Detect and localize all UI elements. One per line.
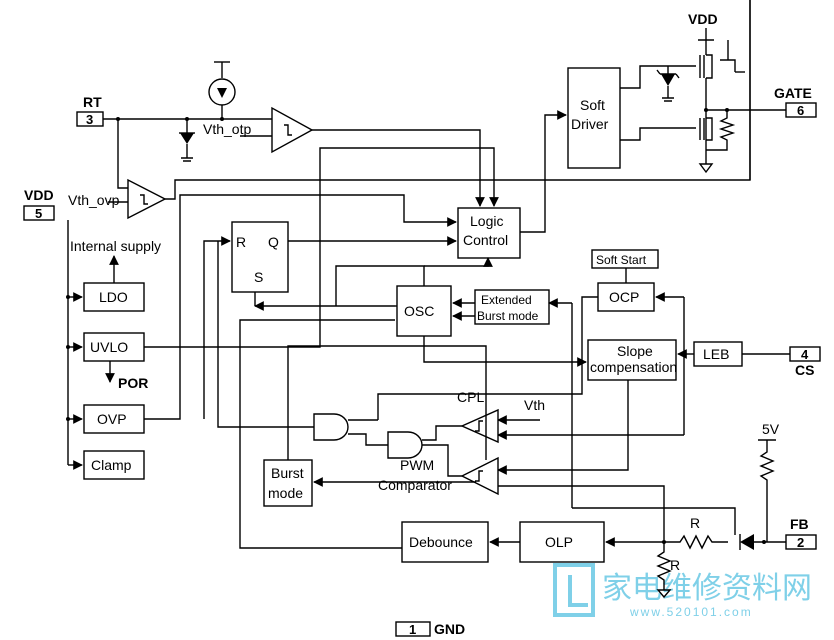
sr-latch: R Q S <box>231 221 289 293</box>
pin-gate-name: GATE <box>774 85 812 101</box>
clamp-block: Clamp <box>83 450 145 480</box>
pin-fb-name: FB <box>790 516 809 532</box>
pin-cs: 4 CS <box>789 346 821 378</box>
pin-cs-num: 4 <box>801 347 809 362</box>
pin-gnd-name: GND <box>434 621 465 637</box>
soft-driver-block: Soft Driver <box>567 67 621 169</box>
leb-label: LEB <box>703 346 729 362</box>
5v-label: 5V <box>762 421 780 437</box>
sr-r-label: R <box>236 234 246 250</box>
logic-control-block: Logic Control <box>457 207 521 259</box>
leb-block: LEB <box>693 341 743 367</box>
vth-ovp-label: Vth_ovp <box>68 192 120 208</box>
watermark-url: www.520101.com <box>629 605 753 619</box>
por-label: POR <box>118 375 148 391</box>
ovp-block: OVP <box>83 404 145 434</box>
pin-vdd-num: 5 <box>35 206 42 221</box>
burst-mode-label-1: Burst <box>271 465 304 481</box>
debounce-block: Debounce <box>401 521 489 563</box>
soft-start-block: Soft Start <box>591 249 659 269</box>
and-gate-1 <box>313 413 349 441</box>
pin-vdd: VDD 5 <box>23 187 55 221</box>
cpl-label: CPL <box>457 389 484 405</box>
pin-rt: RT 3 <box>76 94 104 127</box>
uvlo-label: UVLO <box>90 339 128 355</box>
watermark: 家电维修资料网 www.520101.com <box>553 563 812 619</box>
osc-block: OSC <box>396 285 452 337</box>
sr-s-label: S <box>254 269 263 285</box>
pin-gate: GATE 6 <box>774 85 817 118</box>
ldo-label: LDO <box>99 289 128 305</box>
soft-driver-label-1: Soft <box>580 97 605 113</box>
slope-label-2: compensation <box>590 359 677 375</box>
osc-label: OSC <box>404 303 434 319</box>
slope-label-1: Slope <box>617 343 653 359</box>
olp-block: OLP <box>519 521 605 563</box>
pin-fb-num: 2 <box>797 535 804 550</box>
soft-driver-label-2: Driver <box>571 116 609 132</box>
watermark-text: 家电维修资料网 <box>602 571 812 606</box>
ocp-block: OCP <box>597 282 655 312</box>
slope-compensation-block: Slope compensation <box>587 339 677 381</box>
burst-mode-label-2: mode <box>268 485 303 501</box>
pin-gnd-num: 1 <box>409 622 416 637</box>
otp-comparator <box>271 106 314 154</box>
pin-fb: FB 2 <box>785 516 817 550</box>
ocp-label: OCP <box>609 289 639 305</box>
pin-vdd-name: VDD <box>24 187 54 203</box>
pin-rt-num: 3 <box>86 112 93 127</box>
logic-label-2: Control <box>463 232 508 248</box>
sr-q-label: Q <box>268 234 279 250</box>
ext-burst-label-1: Extended <box>481 293 532 307</box>
r1-label: R <box>690 515 700 531</box>
ovp-label: OVP <box>97 411 127 427</box>
pin-cs-name: CS <box>795 362 814 378</box>
pin-gate-num: 6 <box>797 103 804 118</box>
ext-burst-label-2: Burst mode <box>477 309 539 323</box>
burst-mode-block: Burst mode <box>263 459 313 507</box>
ldo-block: LDO <box>83 282 145 312</box>
vdd-top-label: VDD <box>688 11 718 27</box>
logic-label-1: Logic <box>470 213 503 229</box>
uvlo-block: UVLO <box>83 332 145 362</box>
internal-supply-label: Internal supply <box>70 238 161 254</box>
olp-label: OLP <box>545 534 573 550</box>
r2-label: R <box>670 557 680 573</box>
vth-otp-label: Vth_otp <box>203 121 251 137</box>
soft-start-label: Soft Start <box>596 253 647 267</box>
pin-gnd: 1 GND <box>395 621 465 637</box>
pwm-comparator <box>460 456 499 496</box>
extended-burst-block: Extended Burst mode <box>474 289 550 325</box>
pwm-label: PWM <box>400 457 434 473</box>
comparator-label: Comparator <box>378 477 452 493</box>
vth-label: Vth <box>524 397 545 413</box>
pin-rt-name: RT <box>83 94 102 110</box>
debounce-label: Debounce <box>409 534 473 550</box>
clamp-label: Clamp <box>91 457 132 473</box>
ovp-comparator <box>127 178 167 220</box>
and-gate-2 <box>387 431 423 459</box>
cpl-comparator <box>460 408 499 444</box>
